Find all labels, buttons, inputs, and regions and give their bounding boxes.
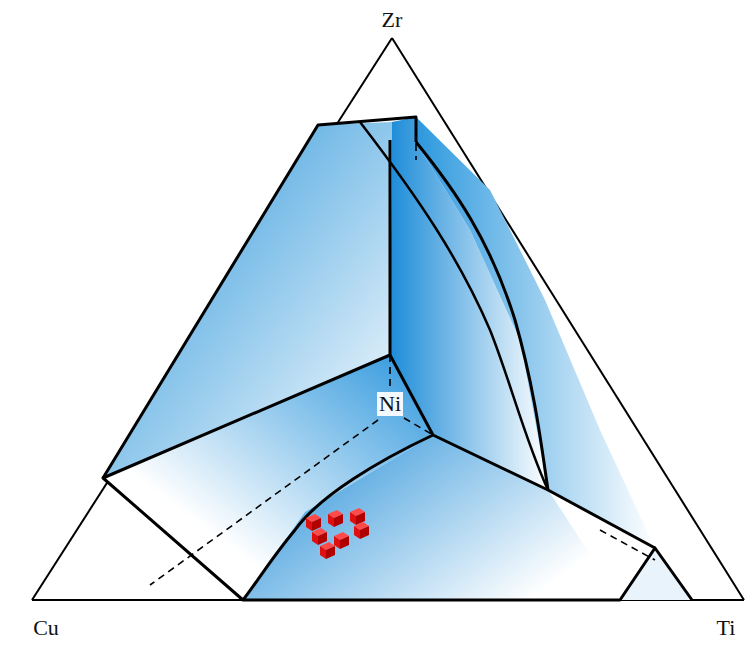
phase-boundary	[103, 117, 692, 600]
tetrahedron-edge	[32, 38, 744, 600]
hidden-edge	[150, 120, 655, 585]
red-cube	[306, 514, 321, 531]
red-cube	[320, 542, 335, 559]
vertex-label: Cu	[31, 616, 61, 640]
red-cube	[334, 532, 349, 549]
vertex-label: Ni	[377, 392, 403, 416]
red-cube	[312, 528, 327, 545]
vertex-label: Ti	[715, 616, 738, 640]
data-point-cubes	[306, 508, 369, 559]
phase-region	[103, 117, 692, 600]
red-cube	[328, 510, 343, 527]
vertex-label: Zr	[380, 8, 405, 32]
red-cube	[354, 522, 369, 539]
